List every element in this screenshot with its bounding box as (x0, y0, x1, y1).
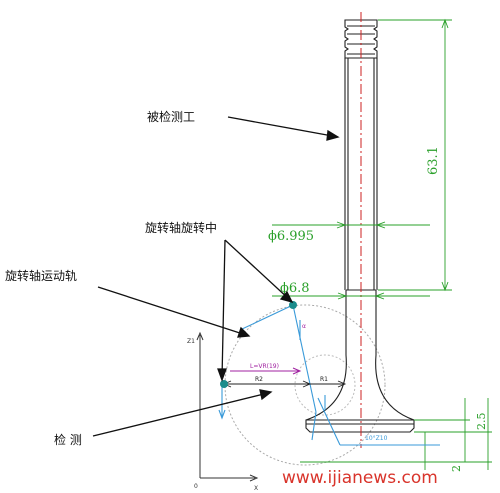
axis-z-label: Z1 (187, 338, 195, 345)
dim-right-2: 2 (450, 465, 463, 472)
dim-dia-1: ϕ6.995 (268, 229, 314, 244)
label-detect: 检 测 (54, 432, 82, 447)
rotation-center-point (289, 301, 297, 309)
r1-label: R1 (320, 376, 328, 383)
formula-label: L=VR(19) (250, 363, 279, 370)
valve-workpiece (305, 19, 415, 433)
green-dimensions (272, 18, 492, 470)
dim-right-1: 2.5 (475, 413, 488, 431)
alpha-label: α (302, 323, 306, 330)
label-rotation-center: 旋转轴旋转中 (145, 220, 217, 235)
r2-label: R2 (255, 376, 263, 383)
leader-arrows (92, 116, 340, 437)
axis-x-label: X (254, 485, 258, 492)
coordinate-axes (196, 331, 259, 482)
dim-dia-2: ϕ6.8 (280, 281, 310, 296)
motion-track-circle (224, 304, 386, 466)
label-rotation-track: 旋转轴运动轨 (5, 268, 77, 283)
formula-arrow (292, 367, 302, 375)
watermark: www.ijianews.com (282, 468, 438, 488)
axis-origin-label: 0 (194, 483, 198, 490)
inner-track-circle (294, 354, 356, 416)
detection-point (220, 380, 228, 388)
detection-geometry (218, 304, 440, 446)
label-workpiece: 被检测工 (147, 109, 195, 124)
dim-length: 63.1 (426, 146, 441, 175)
angle-note: 10°Z10 (365, 435, 388, 442)
